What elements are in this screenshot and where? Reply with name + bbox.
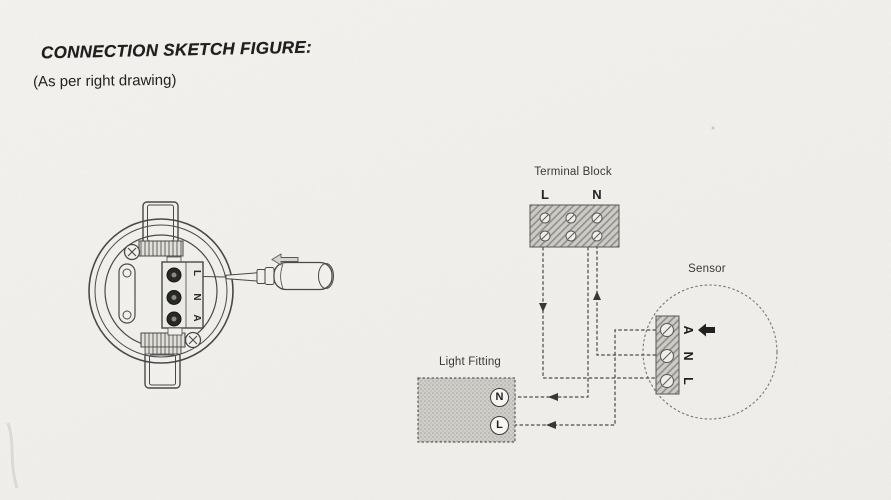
device-terminal-l-label: L — [191, 269, 202, 277]
page-subtitle: (As per right drawing) — [32, 71, 177, 91]
terminal-block-label: Terminal Block — [534, 166, 612, 178]
sensor-terminal-n-label: N — [681, 351, 695, 361]
sensor-terminal-l-label: L — [681, 377, 695, 385]
light-fitting-l-terminal: L — [490, 416, 509, 435]
light-fitting-n-terminal: N — [490, 388, 509, 407]
sensor-terminal-a-label: A — [681, 325, 695, 335]
light-fitting-label: Light Fitting — [438, 356, 502, 368]
terminal-block-n-label: N — [592, 187, 602, 202]
device-terminal-a-label: A — [191, 314, 202, 322]
sensor-label: Sensor — [688, 263, 726, 275]
terminal-block-l-label: L — [541, 187, 549, 202]
device-terminal-n-label: N — [191, 293, 202, 301]
